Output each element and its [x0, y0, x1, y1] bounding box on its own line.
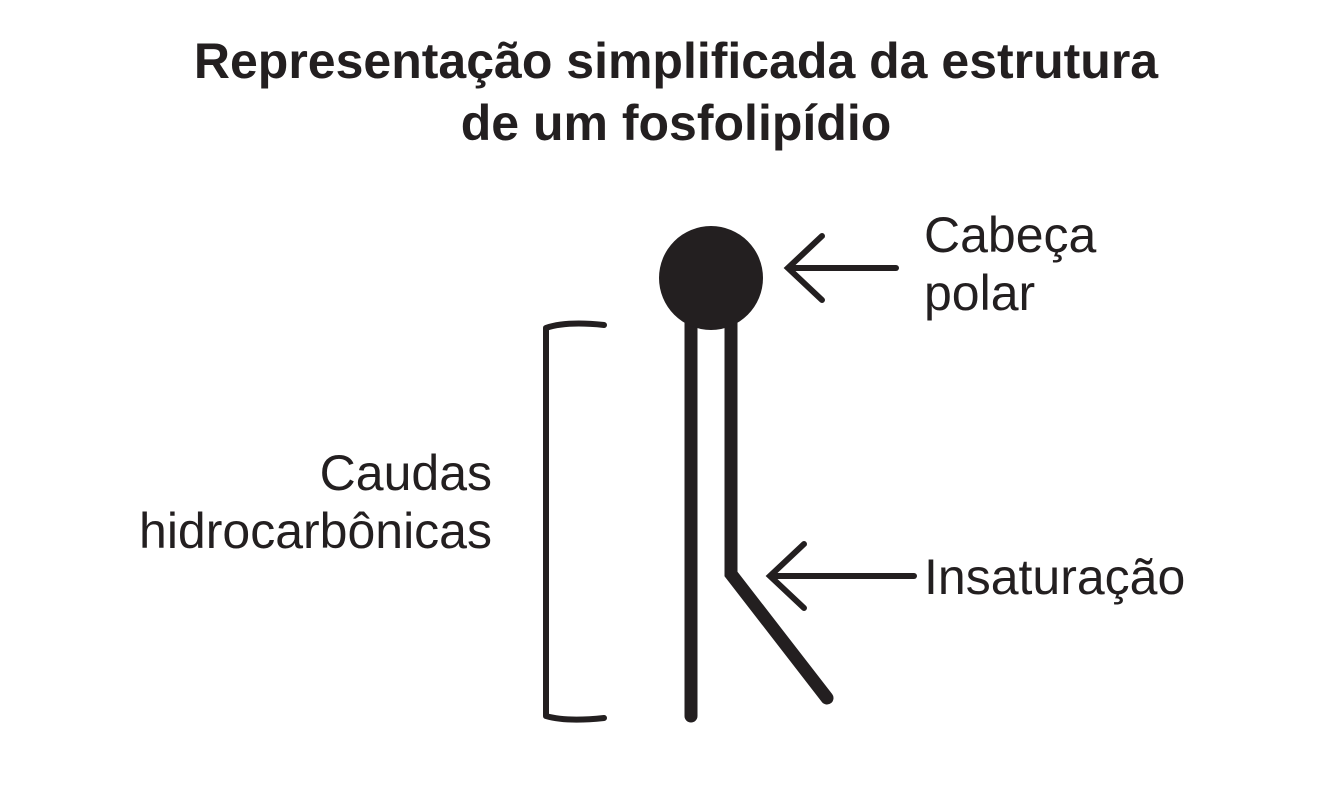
diagram-title-line-1: Representação simplificada da estrutura — [193, 33, 1159, 89]
unsaturated-tail — [724, 315, 834, 705]
tails-label-line-2: hidrocarbônicas — [139, 503, 492, 559]
tails-label-line-1: Caudas — [319, 445, 492, 501]
polar-head — [659, 226, 763, 330]
polar-head-label-line-2: polar — [924, 265, 1036, 321]
unsaturation-arrow — [765, 541, 917, 611]
tails-label: Caudas hidrocarbônicas — [139, 444, 492, 560]
polar-head-label: Cabeça polar — [924, 206, 1096, 322]
diagram-title: Representação simplificada da estrutura … — [0, 30, 1320, 154]
unsaturation-label: Insaturação — [924, 548, 1185, 606]
polar-head-label-line-1: Cabeça — [924, 207, 1097, 263]
polar-head-arrow — [783, 233, 899, 303]
unsaturation-label-text: Insaturação — [924, 549, 1186, 605]
tails-bracket — [543, 320, 607, 723]
diagram-title-line-2: de um fosfolipídio — [460, 95, 892, 151]
